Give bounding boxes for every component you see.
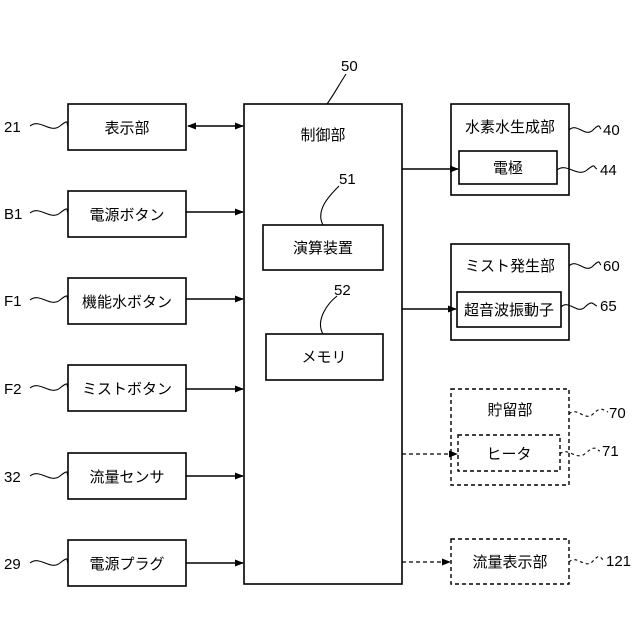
- leader-power-plug: [30, 559, 68, 565]
- leader-power-button: [30, 209, 68, 215]
- leader-mist-generator: [569, 262, 601, 268]
- mist-generator-label: ミスト発生部: [465, 257, 555, 275]
- ref-display: 21: [4, 119, 21, 136]
- power-button-label: 電源ボタン: [89, 206, 164, 224]
- ultrasonic-vibrator-label: 超音波振動子: [464, 301, 554, 319]
- ref-power-plug: 29: [4, 556, 21, 573]
- ref-arithmetic-unit: 51: [339, 171, 356, 188]
- leader-display: [30, 122, 68, 128]
- ref-electrode: 44: [600, 162, 617, 179]
- functional-water-button-block: 機能水ボタン: [68, 278, 186, 324]
- leader-flow-display: [569, 556, 604, 563]
- flow-display-block: 流量表示部: [451, 539, 569, 584]
- display-label: 表示部: [104, 119, 149, 137]
- electrode-label: 電極: [493, 159, 523, 177]
- ref-hydrogen-water-generator: 40: [603, 122, 620, 139]
- mist-button-label: ミストボタン: [82, 380, 172, 398]
- leader-storage: [569, 409, 608, 416]
- memory-label: メモリ: [301, 348, 346, 366]
- storage-block: 貯留部 ヒータ: [451, 389, 569, 485]
- ref-controller: 50: [341, 58, 358, 75]
- mist-generator-block: ミスト発生部 超音波振動子: [451, 244, 569, 340]
- controller-label: 制御部: [300, 126, 345, 144]
- hydrogen-water-generator-block: 水素水生成部 電極: [451, 104, 569, 195]
- ref-mist-button: F2: [4, 381, 22, 398]
- hydrogen-water-generator-label: 水素水生成部: [465, 118, 555, 136]
- storage-label: 貯留部: [487, 401, 532, 419]
- ref-flow-display: 121: [606, 553, 631, 570]
- ref-functional-water-button: F1: [4, 293, 22, 310]
- flow-sensor-block: 流量センサ: [68, 453, 186, 499]
- flow-sensor-label: 流量センサ: [89, 468, 164, 486]
- power-plug-label: 電源プラグ: [89, 555, 164, 573]
- power-plug-block: 電源プラグ: [68, 540, 186, 586]
- leader-flow-sensor: [30, 472, 68, 478]
- arithmetic-unit-label: 演算装置: [293, 239, 353, 257]
- leader-hydrogen-water-generator: [569, 126, 601, 132]
- ref-mist-generator: 60: [603, 258, 620, 275]
- arithmetic-unit-block: 演算装置: [263, 225, 383, 270]
- display-block: 表示部: [68, 104, 186, 150]
- ref-ultrasonic-vibrator: 65: [600, 298, 617, 315]
- leader-mist-button: [30, 384, 68, 390]
- ref-flow-sensor: 32: [4, 469, 21, 486]
- leader-controller: [327, 74, 346, 104]
- heater-label: ヒータ: [486, 445, 531, 463]
- flow-display-label: 流量表示部: [472, 553, 547, 571]
- memory-block: メモリ: [266, 334, 383, 380]
- leader-functional-water-button: [30, 296, 68, 302]
- ref-storage: 70: [609, 405, 626, 422]
- power-button-block: 電源ボタン: [68, 191, 186, 237]
- ref-heater: 71: [602, 443, 619, 460]
- mist-button-block: ミストボタン: [68, 365, 186, 411]
- functional-water-button-label: 機能水ボタン: [82, 293, 172, 311]
- ref-power-button: B1: [4, 206, 22, 223]
- ref-memory: 52: [334, 282, 351, 299]
